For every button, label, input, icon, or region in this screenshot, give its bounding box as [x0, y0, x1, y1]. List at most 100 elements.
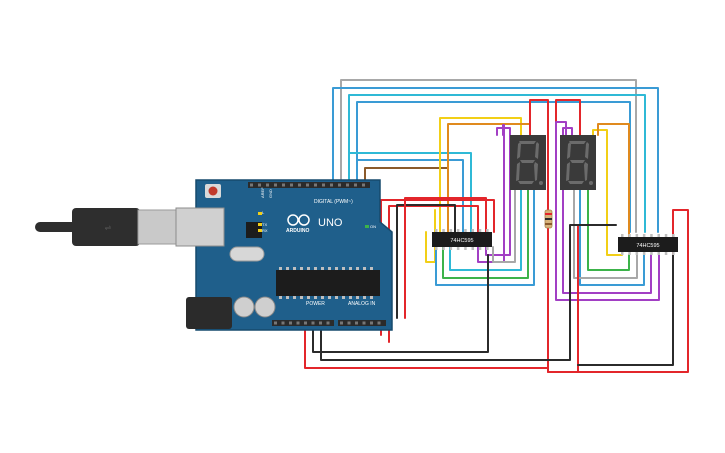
chip-pin[interactable]	[657, 234, 661, 237]
chip-pin[interactable]	[435, 229, 438, 232]
chip-pin[interactable]	[471, 247, 475, 250]
header-hole[interactable]	[346, 183, 349, 187]
header-hole[interactable]	[347, 321, 351, 325]
chip-pin[interactable]	[650, 252, 653, 255]
chip-pin[interactable]	[657, 252, 661, 255]
reset-button-cap[interactable]	[208, 186, 218, 196]
header-hole[interactable]	[281, 321, 285, 325]
power-header[interactable]	[272, 320, 334, 326]
header-hole[interactable]	[296, 321, 300, 325]
header-hole[interactable]	[250, 183, 253, 187]
header-hole[interactable]	[311, 321, 315, 325]
chip-pin[interactable]	[449, 229, 453, 232]
header-hole[interactable]	[326, 321, 330, 325]
chip-pin[interactable]	[635, 234, 639, 237]
chip-pin[interactable]	[464, 247, 467, 250]
header-hole[interactable]	[319, 321, 322, 325]
chip-pin[interactable]	[628, 252, 631, 255]
chip-pin[interactable]	[621, 234, 624, 237]
wire-black-gnd-3[interactable]	[577, 254, 674, 366]
header-hole[interactable]	[289, 321, 292, 325]
wire-red-top-1[interactable]	[529, 99, 549, 207]
header-hole[interactable]	[314, 183, 317, 187]
chip-pin[interactable]	[456, 247, 460, 250]
wire-purple-disp2-a[interactable]	[555, 121, 660, 301]
wire-gray-disp1[interactable]	[492, 189, 516, 263]
wire-green-disp2[interactable]	[587, 189, 630, 271]
chip-pin	[293, 296, 296, 299]
header-hole[interactable]	[355, 321, 358, 325]
seven-segment-left[interactable]	[510, 135, 546, 190]
wire-purple-disp2-b[interactable]	[562, 127, 652, 294]
wire-cyan-top-2[interactable]	[348, 94, 646, 233]
header-hole[interactable]	[338, 183, 341, 187]
wire-purple-disp1-a[interactable]	[485, 127, 511, 256]
header-hole[interactable]	[290, 183, 293, 187]
resistor[interactable]	[544, 209, 553, 229]
wire-yellow-chip1[interactable]	[439, 117, 522, 233]
header-hole[interactable]	[282, 183, 285, 187]
chip-pin[interactable]	[456, 229, 460, 232]
chip-pin[interactable]	[435, 247, 438, 250]
chip-pin[interactable]	[449, 247, 453, 250]
wire-black-gnd-1[interactable]	[312, 254, 489, 353]
shift-register-2[interactable]: 74HC595	[618, 234, 678, 255]
wire-blue-chip1-b[interactable]	[356, 159, 464, 233]
chip-pin[interactable]	[442, 247, 445, 250]
shift-register-1[interactable]: 74HC595	[432, 229, 492, 250]
header-hole[interactable]	[258, 183, 261, 187]
header-hole[interactable]	[377, 321, 381, 325]
chip-pin[interactable]	[486, 229, 489, 232]
usb-cable[interactable]: ⇌	[35, 208, 179, 246]
chip-pin[interactable]	[621, 252, 624, 255]
chip-pin[interactable]	[464, 229, 467, 232]
chip-pin[interactable]	[635, 252, 639, 255]
chip-pin[interactable]	[486, 247, 489, 250]
wire-cyan-chip1-a[interactable]	[348, 152, 472, 233]
wire-red-chip1-b[interactable]	[388, 205, 479, 343]
chip-pin[interactable]	[664, 252, 668, 255]
header-hole[interactable]	[322, 183, 325, 187]
chip-pin[interactable]	[442, 229, 445, 232]
header-hole[interactable]	[274, 183, 277, 187]
seven-segment-right[interactable]	[560, 135, 596, 190]
wire-purple-disp1-b[interactable]	[477, 124, 505, 263]
wire-blue-disp1[interactable]	[435, 189, 535, 286]
header-hole[interactable]	[362, 183, 365, 187]
wire-black-chip1[interactable]	[396, 204, 456, 319]
wire-cyan-disp1[interactable]	[449, 189, 522, 271]
chip-pin[interactable]	[664, 234, 668, 237]
chip-pin[interactable]	[642, 252, 646, 255]
wire-yellow-disp2[interactable]	[592, 129, 623, 256]
chip-pin[interactable]	[672, 252, 675, 255]
header-hole[interactable]	[266, 183, 269, 187]
header-hole[interactable]	[340, 321, 343, 325]
header-hole[interactable]	[330, 183, 333, 187]
wire-orange-disp2[interactable]	[597, 123, 630, 238]
header-hole[interactable]	[354, 183, 357, 187]
header-hole[interactable]	[306, 183, 309, 187]
wire-red-right[interactable]	[577, 209, 689, 373]
wire-gray-top[interactable]	[340, 79, 637, 233]
header-hole[interactable]	[304, 321, 307, 325]
arduino-board[interactable]: DIGITAL (PWM~) UNO ARDUINO POWER ANALOG …	[175, 179, 393, 331]
wire-red-power-1[interactable]	[304, 317, 549, 369]
header-hole[interactable]	[298, 183, 301, 187]
chip-pin[interactable]	[650, 234, 653, 237]
chip-pin[interactable]	[672, 234, 675, 237]
chip-pin[interactable]	[478, 247, 482, 250]
header-hole[interactable]	[370, 321, 373, 325]
chip-pin[interactable]	[478, 229, 482, 232]
wire-red-power-out[interactable]	[404, 197, 487, 319]
chip-pin[interactable]	[642, 234, 646, 237]
chip-pin[interactable]	[471, 229, 475, 232]
chip-pin[interactable]	[628, 234, 631, 237]
wire-black-gnd-2[interactable]	[320, 224, 617, 361]
wire-green-disp1[interactable]	[442, 189, 529, 279]
wire-gray-disp2[interactable]	[573, 189, 638, 279]
wire-blue-top-1[interactable]	[332, 87, 659, 233]
header-hole[interactable]	[274, 321, 277, 325]
wire-blue-disp2[interactable]	[579, 189, 645, 286]
analog-header[interactable]	[338, 320, 386, 326]
header-hole[interactable]	[362, 321, 366, 325]
